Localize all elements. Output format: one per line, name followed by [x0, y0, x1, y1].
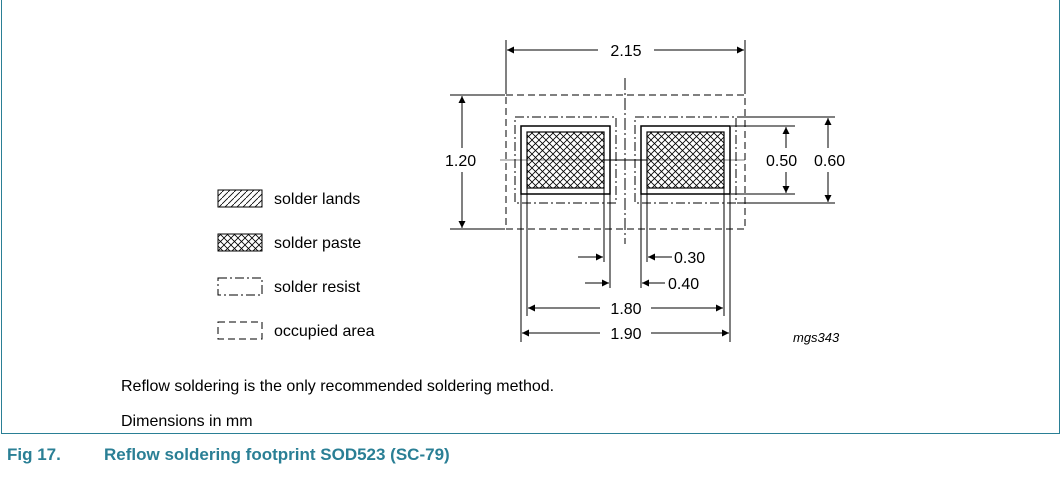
legend-swatch-solder-paste — [217, 233, 263, 252]
dim-1-80-label: 1.80 — [610, 301, 641, 318]
figure-caption: Fig 17. Reflow soldering footprint SOD523… — [7, 445, 450, 465]
dim-1-90-label: 1.90 — [610, 326, 641, 343]
drawing-code: mgs343 — [793, 330, 840, 345]
legend-swatch-solder-lands — [217, 189, 263, 208]
legend: solder lands solder paste solder resist … — [217, 189, 375, 340]
figure-frame — [1, 0, 1060, 434]
legend-label-occupied-area: occupied area — [274, 323, 375, 340]
note-dimensions: Dimensions in mm — [121, 413, 253, 430]
legend-swatch-occupied-area — [217, 321, 263, 340]
note-reflow: Reflow soldering is the only recommended… — [121, 378, 555, 395]
dim-1-20-label: 1.20 — [445, 153, 476, 170]
legend-swatch-solder-resist — [217, 277, 263, 296]
legend-label-solder-resist: solder resist — [274, 279, 361, 296]
footprint-drawing: 2.15 1.20 0.50 0.60 0.30 0.40 1.80 1.90 … — [217, 40, 845, 345]
dim-2-15-label: 2.15 — [610, 43, 641, 60]
figure-number: Fig 17. — [7, 445, 61, 464]
dim-0-40-label: 0.40 — [668, 276, 699, 293]
legend-label-solder-paste: solder paste — [274, 235, 361, 252]
dim-0-60-label: 0.60 — [814, 153, 845, 170]
dim-0-50-label: 0.50 — [766, 153, 797, 170]
figure-title: Reflow soldering footprint SOD523 (SC-79… — [104, 445, 450, 464]
legend-label-solder-lands: solder lands — [274, 191, 360, 208]
dim-0-30-label: 0.30 — [674, 250, 705, 267]
